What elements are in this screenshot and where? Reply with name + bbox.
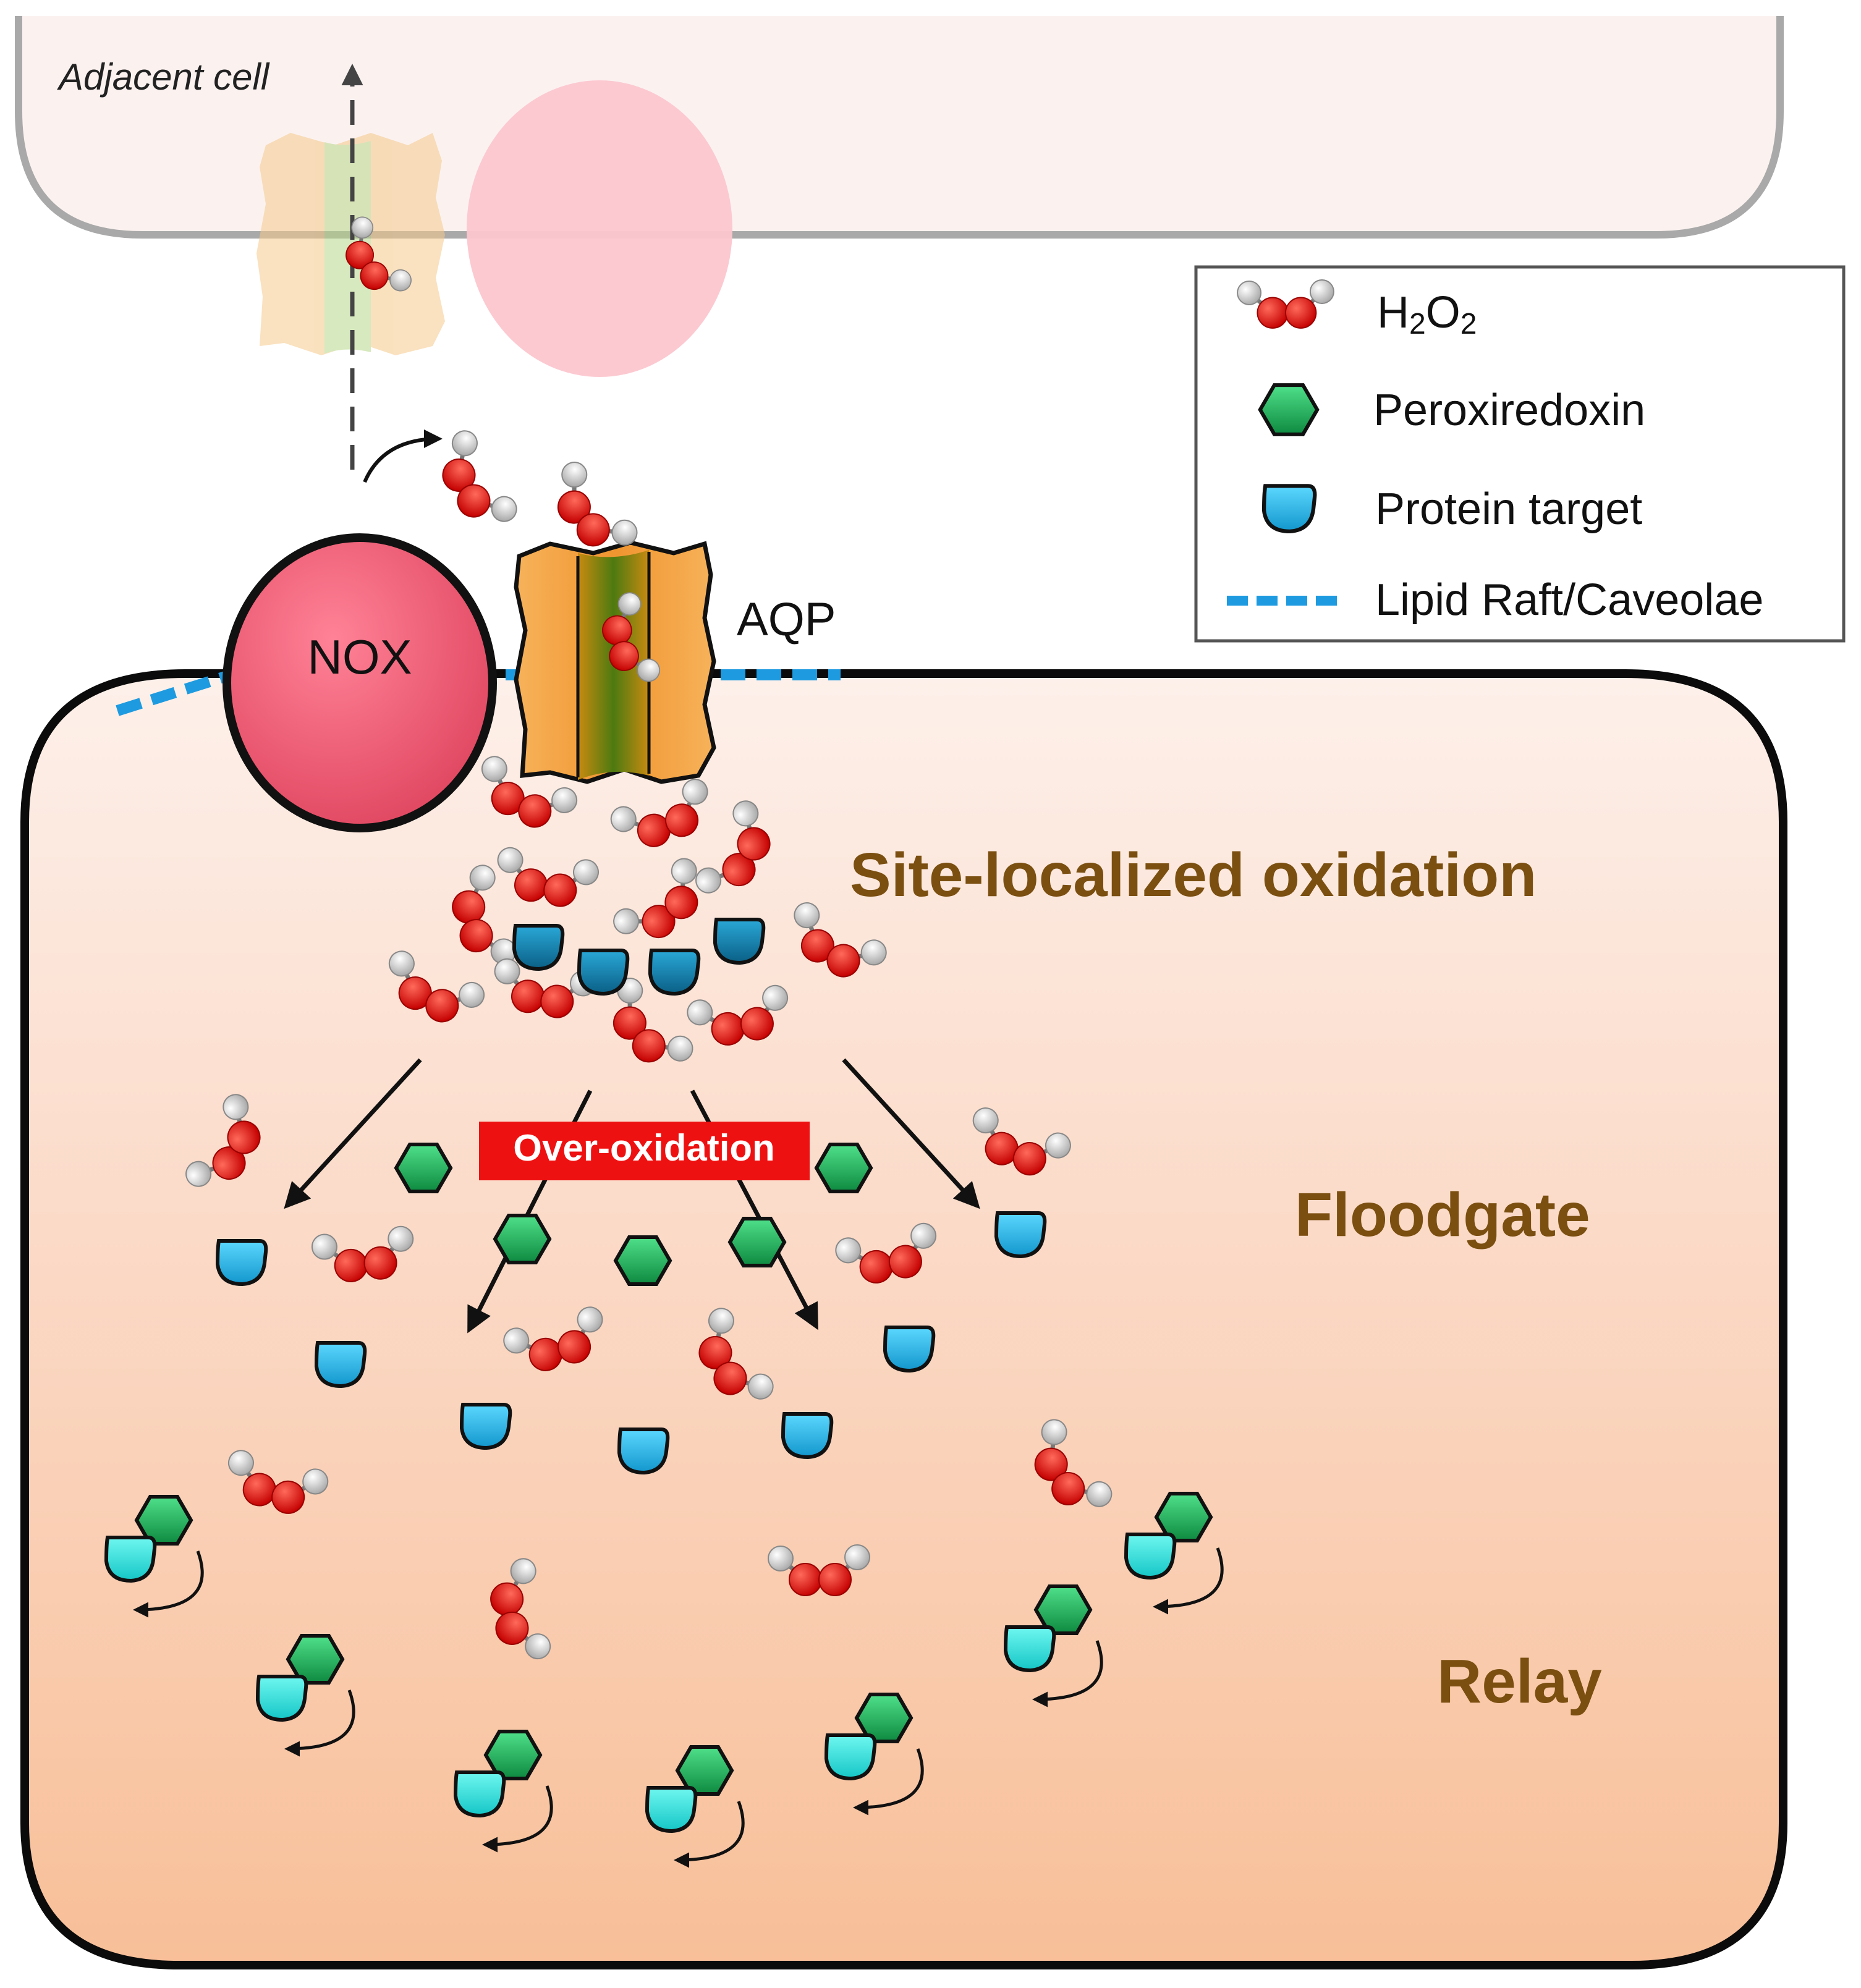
peroxiredoxin-molecules: [394, 1143, 873, 1286]
relay-cycle-arrow: [674, 1801, 745, 1868]
protein-target-drop: [255, 1675, 308, 1722]
h2o2-molecule: [490, 1558, 551, 1660]
floodgate-label: Floodgate: [1295, 1180, 1590, 1250]
peroxiredoxin-hexagon: [727, 1217, 787, 1267]
protein-target-drop: [994, 1211, 1047, 1259]
h2o2-molecule: [794, 902, 887, 978]
relay-complex: [645, 1745, 745, 1868]
h2o2-molecule: [442, 430, 517, 522]
h2o2-molecule: [1237, 279, 1334, 329]
legend-label-h2o2: H2O2: [1377, 288, 1477, 340]
protein-target-drop: [1003, 1625, 1056, 1673]
relay-complex: [1124, 1492, 1224, 1615]
legend-label-lipid-raft: Lipid Raft/Caveolae: [1375, 575, 1763, 625]
protein-target-drop: [459, 1403, 512, 1450]
protein-target-molecules: [215, 918, 1047, 1475]
peroxiredoxin-hexagon: [394, 1143, 453, 1193]
h2o2-molecule: [557, 462, 638, 547]
protein-target-drop: [824, 1733, 877, 1781]
protein-target-drop: [512, 924, 565, 971]
site-localized-oxidation-label: Site-localized oxidation: [850, 840, 1537, 910]
h2o2-molecule: [388, 950, 485, 1023]
protein-target-drop: [713, 918, 766, 965]
protein-target-drop: [1124, 1533, 1177, 1580]
nox-label: NOX: [307, 630, 412, 684]
legend-label-peroxiredoxin: Peroxiredoxin: [1373, 386, 1645, 435]
relay-cycle-arrow: [1032, 1640, 1103, 1707]
peroxiredoxin-hexagon: [493, 1214, 552, 1264]
h2o2-molecule: [610, 779, 708, 847]
legend-label-protein-target: Protein target: [1375, 484, 1642, 534]
protein-target-drop: [104, 1536, 157, 1583]
relay-cycle-arrow: [482, 1785, 553, 1853]
h2o2-molecule: [481, 756, 578, 828]
nox-release-arrow: [363, 429, 443, 483]
h2o2-molecule: [613, 978, 693, 1063]
h2o2-molecule: [185, 1094, 261, 1187]
nox-enzyme: [223, 533, 497, 832]
protein-target-drop: [617, 1428, 670, 1475]
relay-cycle-arrow: [853, 1748, 924, 1816]
h2o2-molecule: [768, 1544, 870, 1596]
h2o2-molecule: [602, 592, 661, 682]
h2o2-molecule: [835, 1222, 937, 1284]
peroxiredoxin-hexagon: [613, 1235, 672, 1286]
h2o2-molecule: [503, 1306, 603, 1371]
protein-target-drop: [645, 1786, 698, 1834]
protein-target-drop: [883, 1326, 936, 1373]
h2o2-molecule: [695, 800, 771, 894]
relay-label: Relay: [1437, 1647, 1602, 1716]
relay-complex: [104, 1495, 204, 1618]
over-oxidation-badge: Over-oxidation: [479, 1122, 810, 1180]
aqp-label: AQP: [737, 593, 836, 646]
h2o2-molecule: [687, 984, 789, 1046]
h2o2-molecule: [1034, 1419, 1113, 1507]
protein-target-drop: [314, 1341, 367, 1389]
h2o2-molecule: [613, 858, 698, 939]
relay-complex: [824, 1693, 924, 1816]
h2o2-molecule: [311, 1225, 414, 1282]
h2o2-molecule: [345, 216, 412, 292]
h2o2-molecule: [227, 1450, 329, 1514]
relay-cycle-arrow: [133, 1550, 204, 1618]
legend: H2O2 Peroxiredoxin Protein target Lipid …: [1194, 265, 1846, 643]
peroxiredoxin-hexagon: [1258, 383, 1320, 436]
adjacent-cell: [0, 0, 1861, 239]
protein-target-drop: [648, 949, 701, 996]
legend-box: [1194, 265, 1846, 643]
h2o2-molecules: [185, 216, 1113, 1660]
relay-cycle-arrow: [1153, 1547, 1224, 1615]
over-oxidation-label: Over-oxidation: [513, 1127, 774, 1169]
relay-complex: [453, 1730, 553, 1853]
h2o2-molecule: [452, 865, 517, 965]
protein-target-drop: [215, 1239, 268, 1287]
adjacent-cell-label: Adjacent cell: [57, 56, 270, 98]
h2o2-molecule: [698, 1308, 774, 1400]
relay-cycle-arrow: [284, 1690, 355, 1757]
relay-complex: [1003, 1584, 1103, 1707]
relay-complex: [255, 1634, 355, 1757]
protein-target-drop: [577, 949, 630, 996]
protein-target-drop: [453, 1770, 506, 1818]
h2o2-molecule: [497, 847, 600, 907]
h2o2-molecule: [972, 1107, 1071, 1176]
peroxiredoxin-hexagon: [814, 1143, 873, 1193]
relay-complexes: [104, 1492, 1224, 1868]
protein-target-drop: [781, 1412, 834, 1460]
protein-target-drop: [1261, 484, 1317, 534]
adjacent-pink-protein: [467, 80, 732, 377]
